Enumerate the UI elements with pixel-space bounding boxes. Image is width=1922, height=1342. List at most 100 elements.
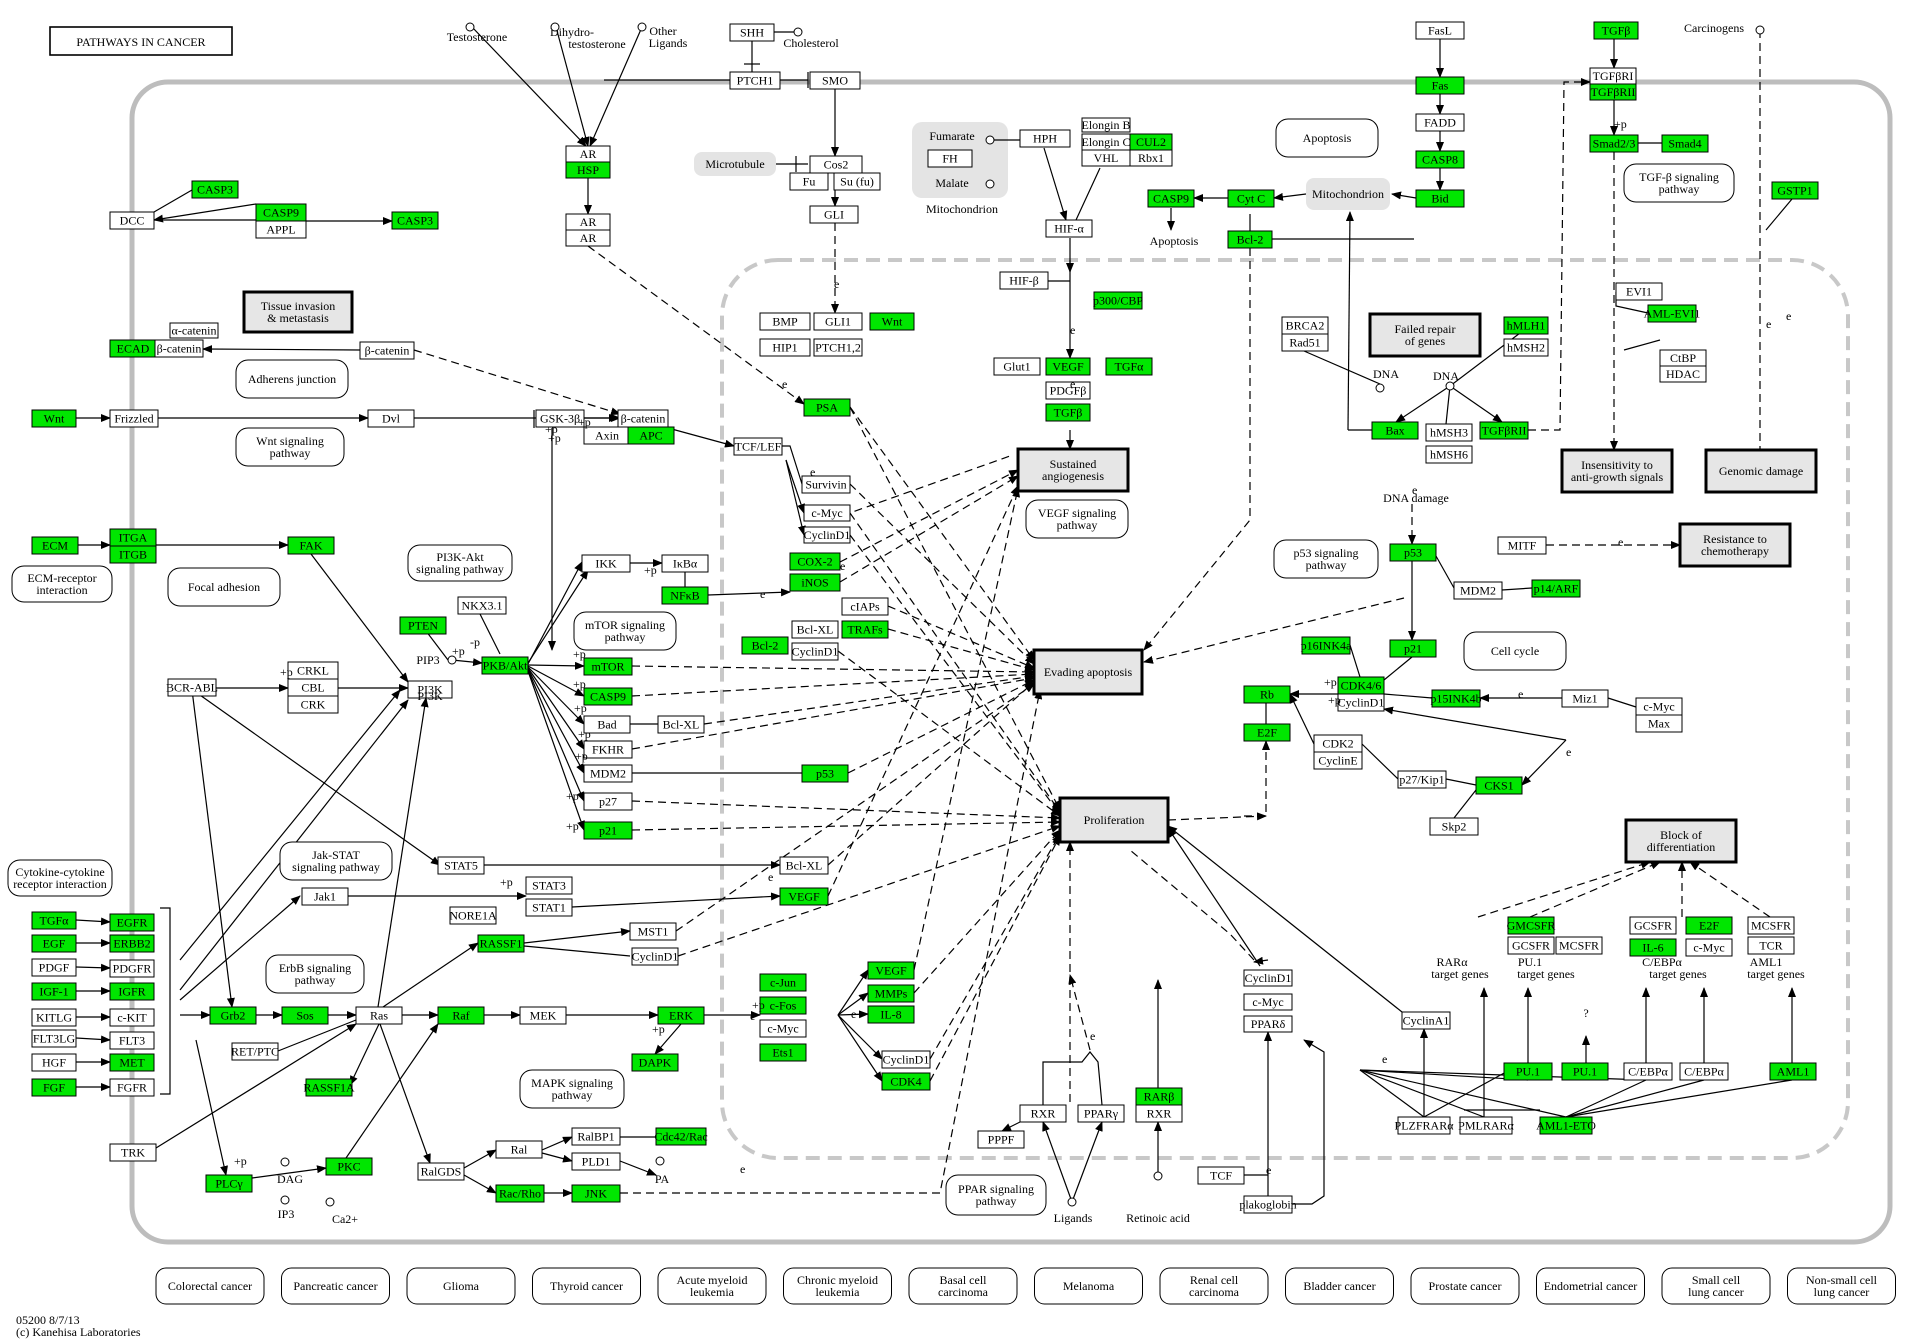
gene-node-ikba[interactable]: IκBα xyxy=(661,554,709,573)
gene-node-pdgf[interactable]: PDGF xyxy=(31,958,77,977)
gene-node-mdm2a[interactable]: MDM2 xyxy=(583,764,633,783)
cancer-link-thyroid[interactable]: Thyroid cancer xyxy=(532,1267,641,1305)
gene-node-bcl2b[interactable]: Bcl-2 xyxy=(741,636,789,655)
gene-node-mst1[interactable]: MST1 xyxy=(629,922,677,941)
gene-node-p27b[interactable]: p27/Kip1 xyxy=(1397,770,1447,789)
gene-node-cebpa2[interactable]: C/EBPα xyxy=(1679,1062,1729,1081)
gene-node-fkhr[interactable]: FKHR xyxy=(583,740,633,759)
gene-node-mmps[interactable]: MMPs xyxy=(867,984,915,1003)
gene-node-plzf[interactable]: PLZFRARα xyxy=(1395,1116,1455,1135)
gene-node-fu[interactable]: Fu xyxy=(789,172,829,191)
gene-node-mtor[interactable]: mTOR xyxy=(583,657,633,676)
gene-node-e2f1[interactable]: E2F xyxy=(1243,723,1291,742)
gene-node-appl[interactable]: APPL xyxy=(255,220,307,239)
gene-node-elongb[interactable]: Elongin B xyxy=(1081,117,1131,133)
gene-node-pppf[interactable]: PPPF xyxy=(977,1130,1025,1149)
gene-node-p16ink4a[interactable]: p16INK4a xyxy=(1301,636,1352,655)
gene-node-cmyc2[interactable]: c-Myc xyxy=(759,1019,807,1038)
gene-node-bcat2[interactable]: β-catenin xyxy=(359,341,415,360)
gene-node-crkl[interactable]: CRKL xyxy=(287,661,339,680)
gene-node-ets1[interactable]: Ets1 xyxy=(759,1043,807,1062)
gene-node-tgfa1[interactable]: TGFα xyxy=(1105,357,1153,376)
gene-node-fadd[interactable]: FADD xyxy=(1415,113,1465,132)
gene-node-rassf1a[interactable]: RASSF1A xyxy=(303,1078,355,1097)
gene-node-cyclind1e[interactable]: CyclinD1 xyxy=(1337,693,1385,712)
gene-node-smad23[interactable]: Smad2/3 xyxy=(1589,134,1639,153)
gene-node-rbx1[interactable]: Rbx1 xyxy=(1129,149,1173,167)
gene-node-pml[interactable]: PMLRARα xyxy=(1458,1116,1515,1135)
gene-node-cmyc3[interactable]: c-Myc xyxy=(1635,697,1683,716)
gene-node-hmsh3[interactable]: hMSH3 xyxy=(1425,423,1473,442)
gene-node-cul2[interactable]: CUL2 xyxy=(1129,133,1173,151)
gene-node-hmlh1[interactable]: hMLH1 xyxy=(1503,316,1549,335)
gene-node-cytc[interactable]: Cyt C xyxy=(1227,189,1275,208)
gene-node-bclxl3[interactable]: Bcl-XL xyxy=(779,856,829,875)
gene-node-hip1[interactable]: HIP1 xyxy=(759,338,811,357)
cancer-link-prostate[interactable]: Prostate cancer xyxy=(1410,1267,1520,1305)
gene-node-cmyc1[interactable]: c-Myc xyxy=(803,504,851,522)
gene-node-cbl[interactable]: CBL xyxy=(287,678,339,697)
gene-node-amlevi[interactable]: AML-EVI1 xyxy=(1644,304,1701,323)
gene-node-tcf[interactable]: TCF xyxy=(1197,1166,1245,1185)
gene-node-trk[interactable]: TRK xyxy=(109,1143,157,1162)
gene-node-bid[interactable]: Bid xyxy=(1415,189,1465,208)
pathway-link-adherens[interactable]: Adherens junction xyxy=(235,359,349,399)
gene-node-cdk2[interactable]: CDK2 xyxy=(1313,734,1363,753)
pathway-link-apoptosis-p[interactable]: Apoptosis xyxy=(1275,118,1379,158)
gene-node-bclxl1[interactable]: Bcl-XL xyxy=(791,620,839,639)
gene-node-pi3k[interactable]: PI3K xyxy=(407,680,453,699)
gene-node-trafs[interactable]: TRAFs xyxy=(841,620,889,639)
gene-node-casp3a[interactable]: CASP3 xyxy=(191,180,239,199)
cancer-link-colorectal[interactable]: Colorectal cancer xyxy=(155,1267,265,1305)
gene-node-ckit[interactable]: c-KIT xyxy=(109,1008,155,1027)
gene-node-ppard[interactable]: PPARδ xyxy=(1243,1015,1293,1033)
gene-node-cmyc5[interactable]: c-Myc xyxy=(1243,993,1293,1011)
gene-node-elongc[interactable]: Elongin C xyxy=(1081,133,1131,151)
gene-node-p21b[interactable]: p21 xyxy=(1389,639,1437,658)
gene-node-vhl[interactable]: VHL xyxy=(1081,149,1131,167)
gene-node-ptch1[interactable]: PTCH1 xyxy=(729,71,781,90)
gene-node-smad4[interactable]: Smad4 xyxy=(1661,134,1709,153)
gene-node-gsk3b[interactable]: GSK-3β xyxy=(535,409,585,428)
gene-node-pdgfb[interactable]: PDGFβ xyxy=(1045,381,1091,400)
gene-node-tgfbr2[interactable]: TGFβRII xyxy=(1589,83,1637,101)
gene-node-apc[interactable]: APC xyxy=(627,426,675,445)
gene-node-ikk[interactable]: IKK xyxy=(581,554,631,573)
gene-node-bcat1[interactable]: β-catenin xyxy=(154,339,204,358)
gene-node-raf[interactable]: Raf xyxy=(437,1006,485,1025)
gene-node-dvl[interactable]: Dvl xyxy=(367,409,415,428)
gene-node-sos[interactable]: Sos xyxy=(281,1006,329,1025)
gene-node-met[interactable]: MET xyxy=(109,1053,155,1072)
gene-node-fgf[interactable]: FGF xyxy=(31,1078,77,1097)
gene-node-gmcsfr[interactable]: GMCSFR xyxy=(1507,916,1556,935)
cancer-link-melanoma[interactable]: Melanoma xyxy=(1034,1267,1143,1305)
gene-node-rassf1[interactable]: RASSF1 xyxy=(477,934,525,953)
gene-node-grb2[interactable]: Grb2 xyxy=(209,1006,257,1025)
gene-node-racrho[interactable]: Rac/Rho xyxy=(495,1184,545,1203)
gene-node-tgfb1[interactable]: TGFβ xyxy=(1045,403,1091,422)
gene-node-plakogb[interactable]: plakoglobin xyxy=(1239,1195,1297,1214)
gene-node-hifb[interactable]: HIF-β xyxy=(999,271,1049,290)
gene-node-cox2[interactable]: COX-2 xyxy=(789,552,841,571)
gene-node-gstp1[interactable]: GSTP1 xyxy=(1771,181,1819,200)
gene-node-ecm[interactable]: ECM xyxy=(31,536,79,555)
gene-node-ar1[interactable]: AR xyxy=(565,145,611,163)
phenotype-evading-apoptosis[interactable]: Evading apoptosis xyxy=(1032,648,1144,696)
gene-node-casp3b[interactable]: CASP3 xyxy=(391,211,439,230)
gene-node-igf1[interactable]: IGF-1 xyxy=(31,982,77,1001)
gene-node-bmp[interactable]: BMP xyxy=(759,312,811,331)
gene-node-itga[interactable]: ITGA xyxy=(109,528,157,547)
gene-node-norela[interactable]: NORE1A xyxy=(449,906,497,925)
gene-node-tgfbr2b[interactable]: TGFβRII xyxy=(1479,421,1529,440)
gene-node-shh[interactable]: SHH xyxy=(729,23,775,42)
gene-node-mcsfr2[interactable]: MCSFR xyxy=(1747,916,1795,935)
